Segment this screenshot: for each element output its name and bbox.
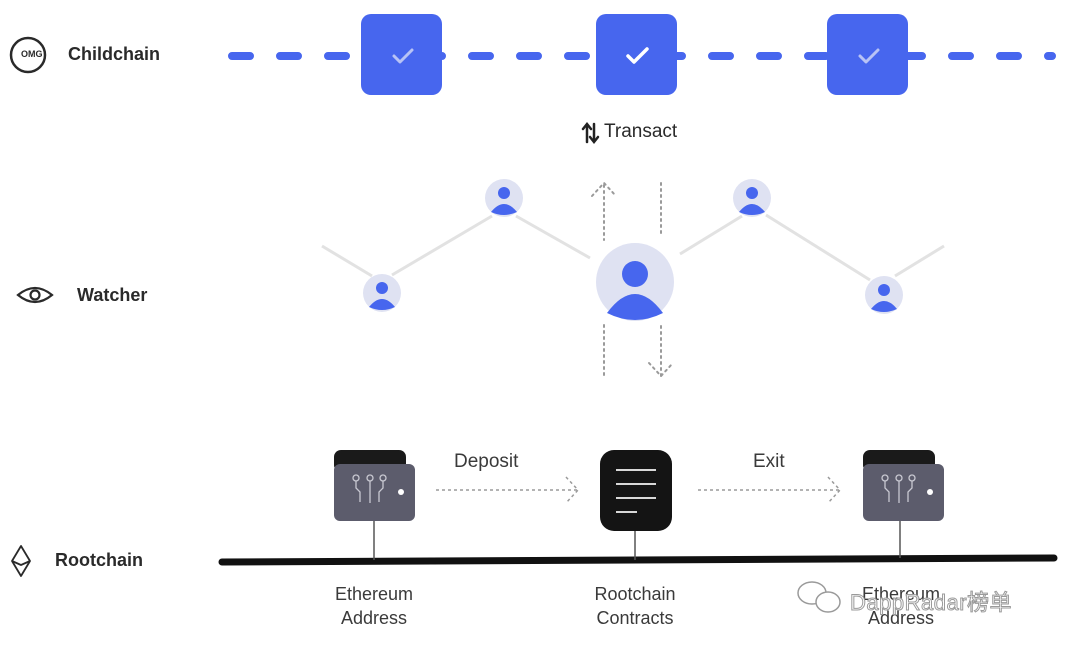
caption-line1: Ethereum (861, 584, 941, 604)
row-label-childchain: Childchain (68, 44, 161, 64)
contract-document-icon (600, 450, 672, 531)
watcher-user-main (596, 243, 674, 321)
user-icon (491, 187, 517, 215)
rootchain-connectors (373, 520, 901, 560)
arrow-down-dotted-icon (648, 182, 674, 378)
caption-line2: Contracts (596, 608, 674, 628)
wechat-icon (797, 581, 841, 613)
caption-rootchain-contracts: Rootchain Contracts (575, 582, 695, 630)
eye-icon (16, 286, 54, 304)
arrow-right-icon (436, 476, 580, 504)
arrow-right-icon (698, 476, 842, 504)
swap-vertical-icon (581, 121, 600, 145)
watcher-node-4 (865, 276, 903, 314)
childchain-block-1 (361, 14, 442, 95)
check-icon (858, 48, 880, 64)
watcher-node-2 (485, 179, 523, 217)
check-icon (392, 48, 414, 64)
caption-line1: Rootchain (594, 584, 676, 604)
caption-line2: Address (340, 608, 408, 628)
user-icon (739, 187, 765, 215)
wallet-icon (334, 450, 415, 521)
watcher-node-1 (363, 274, 401, 312)
caption-line1: Ethereum (334, 584, 414, 604)
watcher-links (321, 213, 945, 282)
caption-ethereum-address-right: Ethereum Address (841, 582, 961, 630)
omg-logo-icon (9, 36, 47, 74)
childchain-block-2 (596, 14, 677, 95)
omg-logo-text: OMG (21, 49, 43, 59)
check-icon (626, 47, 649, 64)
watermark-text: DappRadar榜单 (849, 590, 1013, 616)
row-label-rootchain: Rootchain (55, 550, 143, 570)
wallet-icon (863, 450, 944, 521)
transact-label: Transact (604, 121, 678, 142)
ethereum-icon (11, 545, 31, 577)
user-icon (871, 284, 897, 312)
arrow-up-dotted-icon (591, 181, 617, 379)
caption-line2: Address (867, 608, 935, 628)
watcher-node-3 (733, 179, 771, 217)
user-icon (607, 261, 663, 320)
childchain-block-3 (827, 14, 908, 95)
exit-label: Exit (753, 451, 785, 472)
rootchain-line (218, 554, 1058, 566)
user-icon (369, 282, 395, 310)
row-label-watcher: Watcher (77, 285, 148, 305)
caption-ethereum-address-left: Ethereum Address (314, 582, 434, 630)
deposit-label: Deposit (454, 451, 519, 472)
